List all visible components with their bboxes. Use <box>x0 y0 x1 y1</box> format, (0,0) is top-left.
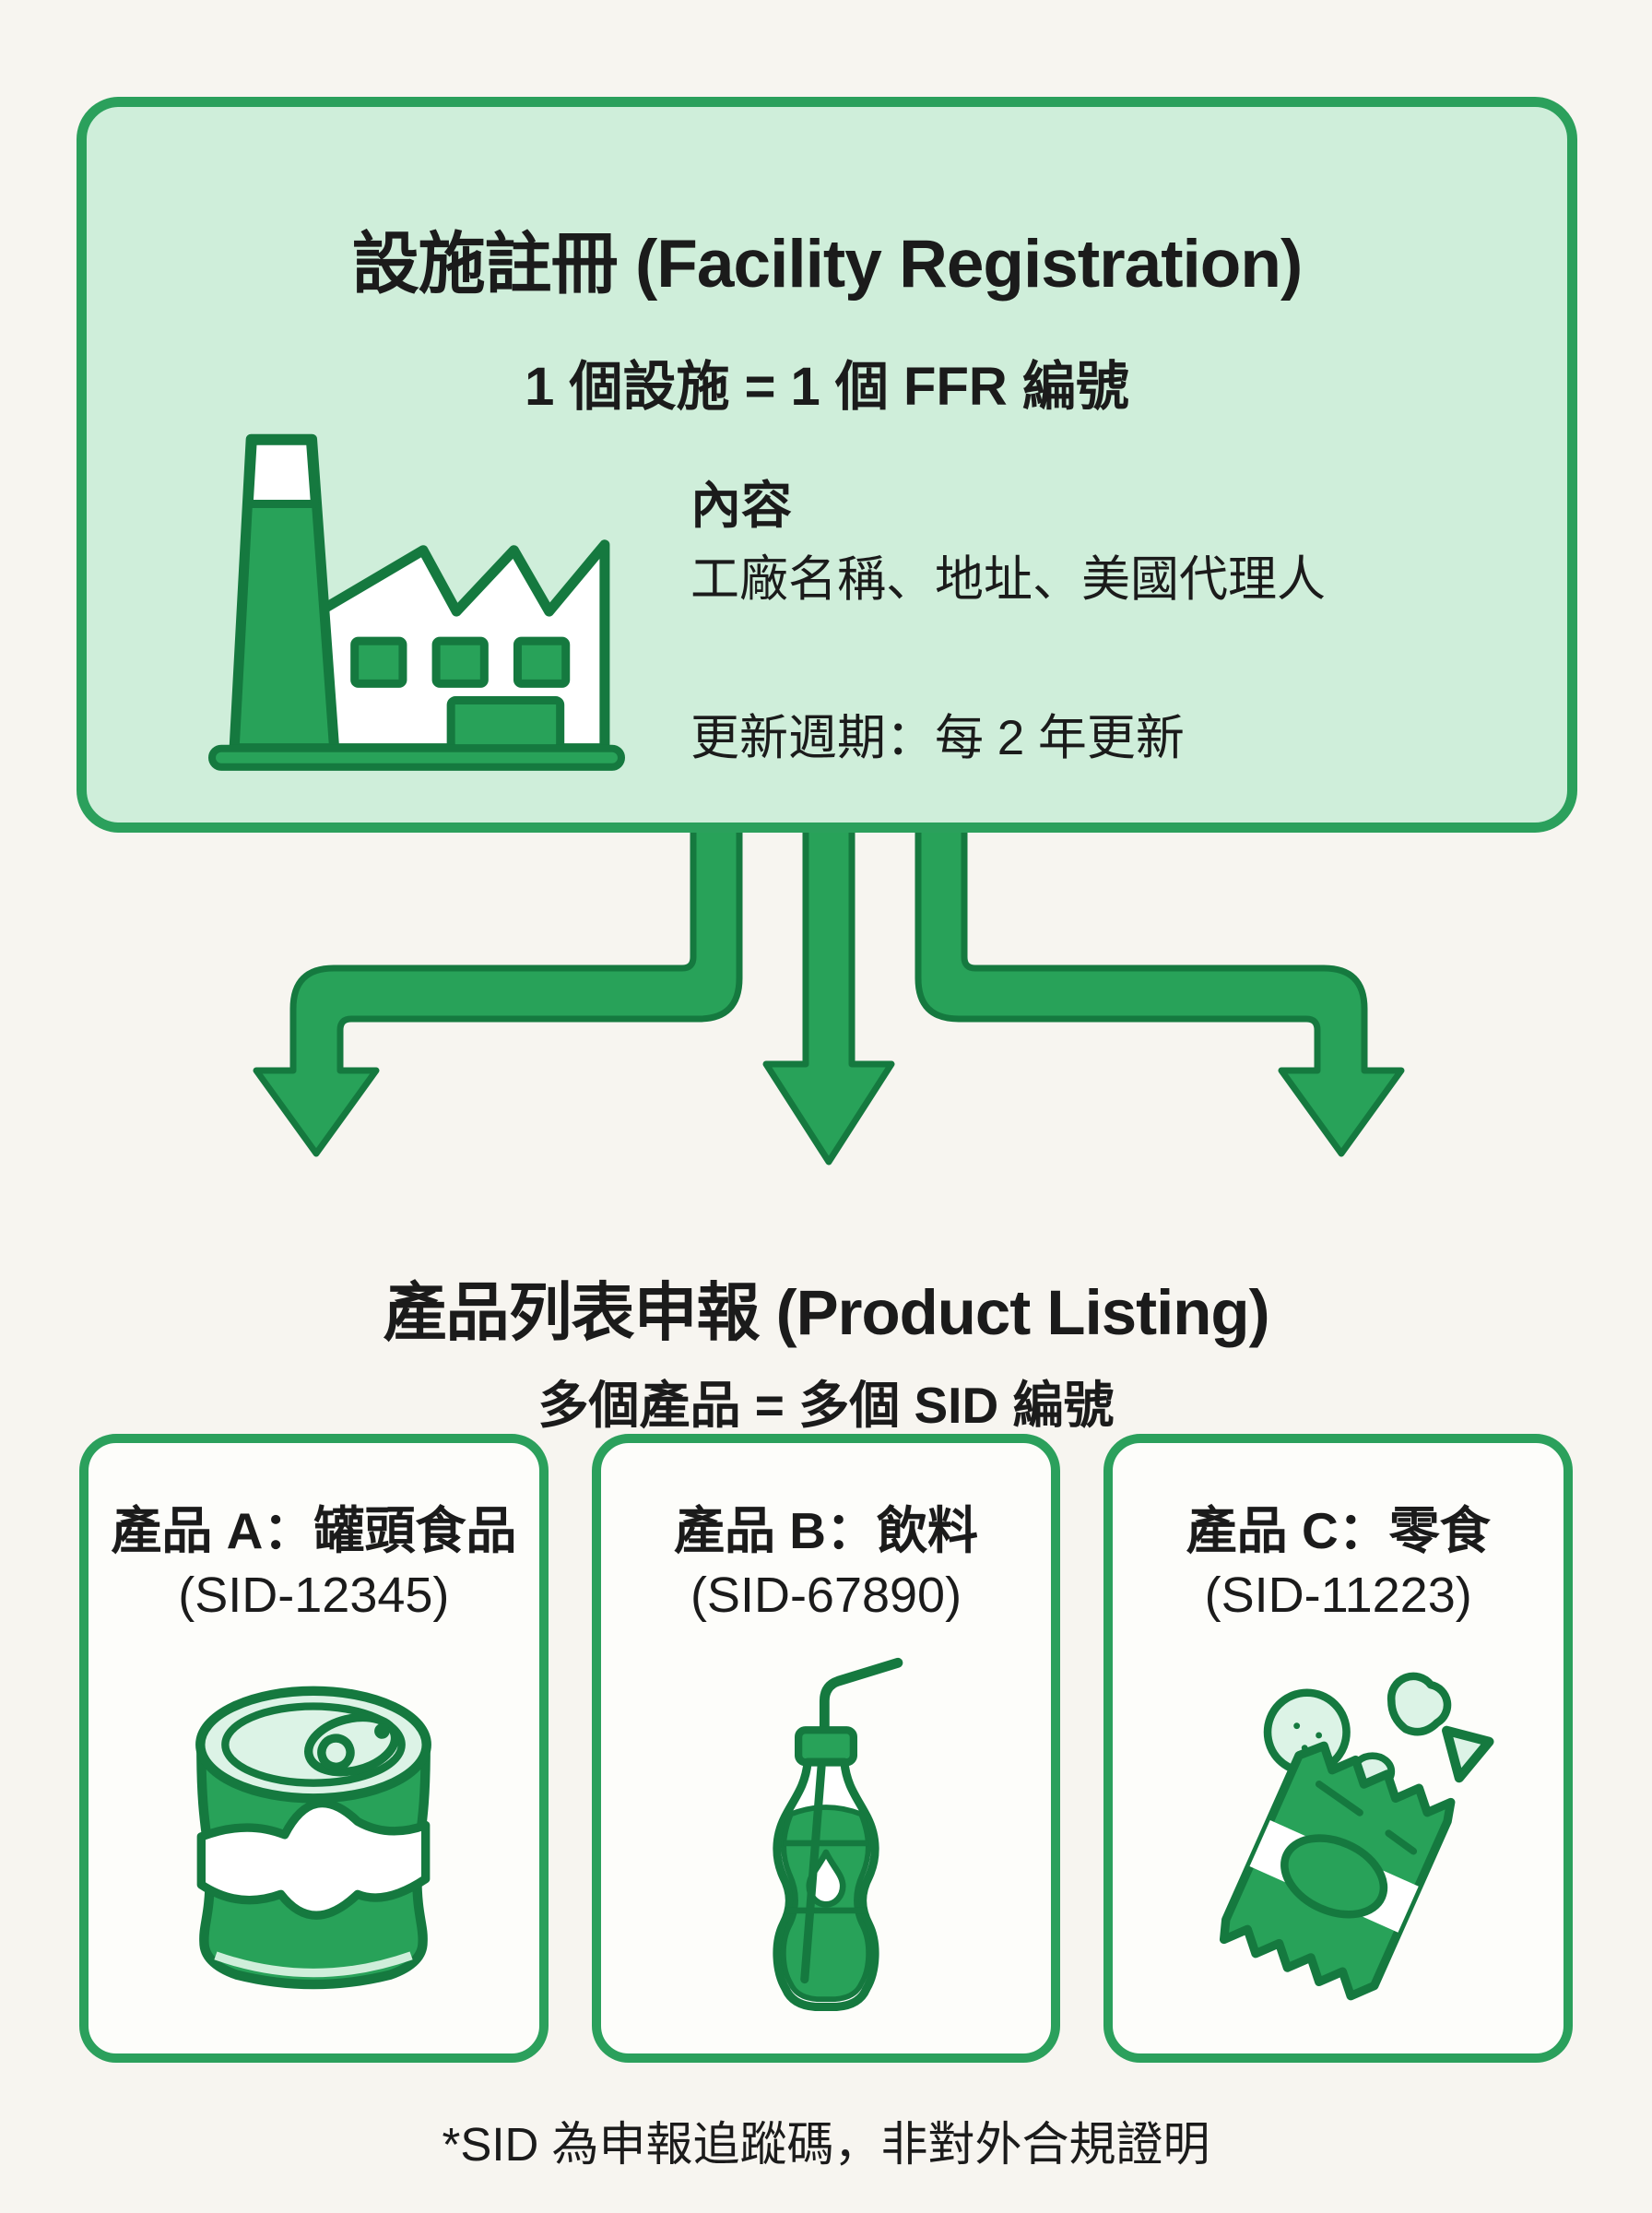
facility-title: 設施註冊 (Facility Registration) <box>351 226 1304 302</box>
three-branch-down-arrows-icon <box>0 822 1652 1170</box>
facility-content-heading: 內容 <box>690 477 793 534</box>
sid-footnote: *SID 為申報追蹤碼，非對外合規證明 <box>442 2118 1210 2171</box>
product-name: 產品 C：零食 <box>1186 1502 1491 1559</box>
product-card-b: 產品 B：飲料 (SID-67890) <box>591 1434 1061 2063</box>
facility-update-line: 更新週期：每 2 年更新 <box>690 711 1185 765</box>
product-sid: (SID-12345) <box>178 1568 450 1623</box>
product-sid: (SID-67890) <box>690 1568 962 1623</box>
factory-icon <box>207 430 625 773</box>
product-sid: (SID-11223) <box>1204 1568 1472 1623</box>
product-name: 產品 A：罐頭食品 <box>111 1502 517 1559</box>
facility-subtitle: 1 個設施 = 1 個 FFR 編號 <box>525 357 1129 418</box>
product-listing-title: 產品列表申報 (Product Listing) <box>383 1277 1269 1349</box>
product-card-a: 產品 A：罐頭食品 (SID-12345) <box>79 1434 549 2063</box>
canned-food-icon <box>88 1624 539 2053</box>
product-card-c: 產品 C：零食 (SID-11223) <box>1103 1434 1574 2063</box>
facility-content-block: 內容 工廠名稱、地址、美國代理人 <box>690 474 1326 612</box>
snack-bag-icon <box>1113 1624 1564 2053</box>
facility-registration-card: 設施註冊 (Facility Registration) 1 個設施 = 1 個… <box>77 97 1577 833</box>
product-name: 產品 B：飲料 <box>674 1502 979 1559</box>
product-cards-row: 產品 A：罐頭食品 (SID-12345) <box>79 1434 1574 2063</box>
facility-content-body: 工廠名稱、地址、美國代理人 <box>690 551 1326 607</box>
beverage-bottle-icon <box>601 1624 1052 2053</box>
product-listing-subtitle: 多個產品 = 多個 SID 編號 <box>537 1377 1115 1434</box>
